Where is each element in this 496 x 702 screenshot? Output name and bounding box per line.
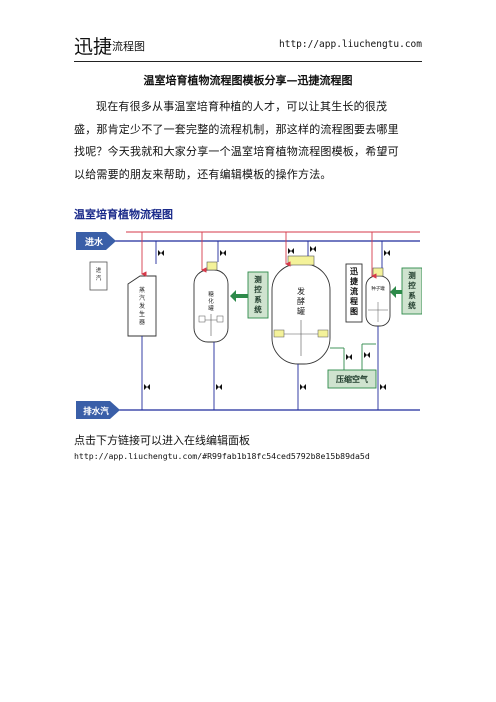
steam-generator-text: 蒸汽发生器	[139, 286, 145, 326]
edit-link-prompt: 点击下方链接可以进入在线编辑面板	[74, 434, 250, 447]
monitor-system-2: 测控系统	[390, 267, 422, 315]
intro-line: 现在有很多从事温室培育种植的人才，可以让其生长的很茂	[96, 100, 388, 113]
intro-paragraph: 现在有很多从事温室培育种植的人才，可以让其生长的很茂 盛，那肯定少不了一套完整的…	[74, 96, 422, 186]
document-title: 温室培育植物流程图模板分享—迅捷流程图	[143, 74, 353, 87]
page-header: 迅捷 流程图 http://app.liuchengtu.com	[74, 32, 422, 60]
intro-line: 找呢？今天我就和大家分享一个温室培育植物流程图模板，希望可	[74, 145, 399, 158]
steam-in-box	[89, 261, 108, 291]
valve-markers	[144, 246, 390, 390]
svg-text:测控系统: 测控系统	[408, 270, 416, 310]
brand-logo-text: 迅捷	[74, 36, 113, 58]
sensor-box	[206, 261, 218, 271]
water-in-text: 进水	[85, 236, 104, 248]
svg-text:迅捷流程图: 迅捷流程图	[350, 267, 359, 316]
seed-tank-text: 种子罐	[371, 285, 385, 292]
section-heading: 温室培育植物流程图	[74, 208, 173, 221]
header-divider	[74, 61, 422, 62]
fermenter-text: 发酵罐	[297, 286, 305, 316]
sensor-box	[287, 255, 315, 266]
sensor-box	[372, 267, 384, 277]
brand-subtitle: 流程图	[112, 40, 145, 53]
monitor-system-1: 测控系统	[230, 271, 269, 319]
watermark-label: 迅捷流程图	[345, 263, 363, 323]
intro-line: 盛，那肯定少不了一套完整的流程机制，那这样的流程图要去哪里	[74, 122, 399, 136]
water-in-label: 进水	[76, 232, 116, 250]
compressed-air-text: 压缩空气	[336, 374, 368, 384]
intro-line: 以给需要的朋友来帮助，还有编辑模板的操作方法。	[74, 167, 332, 181]
drain-label: 排水汽	[76, 401, 120, 419]
saccharification-text: 糖化罐	[208, 290, 214, 312]
steam-generator	[127, 275, 157, 337]
process-flow-diagram: 进水 排水汽 进汽 蒸汽发生器 糖化罐 测控系统 发酵罐	[76, 231, 422, 419]
steam-in-text: 进汽	[96, 266, 102, 282]
header-url[interactable]: http://app.liuchengtu.com	[279, 39, 422, 50]
edit-link-url[interactable]: http://app.liuchengtu.com/#R99fab1b18fc5…	[74, 451, 370, 461]
compressed-air-label: 压缩空气	[327, 343, 377, 389]
svg-text:测控系统: 测控系统	[254, 274, 262, 314]
drain-text: 排水汽	[83, 406, 109, 417]
